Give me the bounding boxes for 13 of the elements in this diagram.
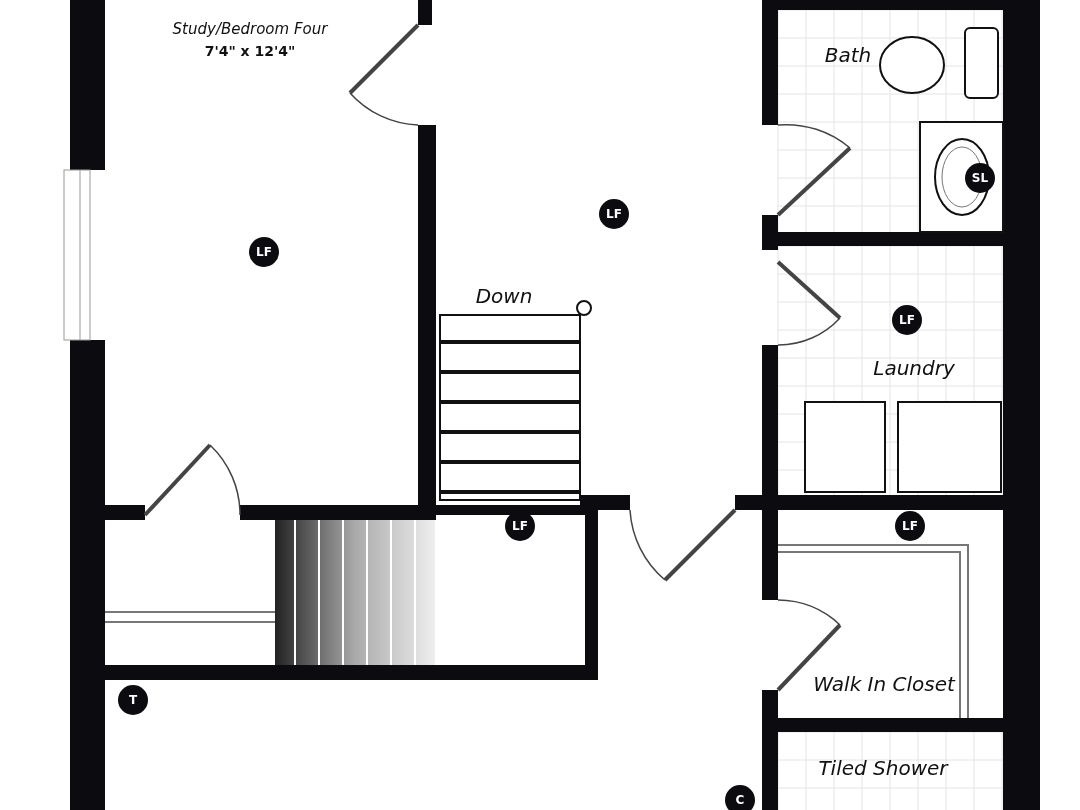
marker-symbol: LF <box>895 511 925 541</box>
room-label: Study/Bedroom Four <box>172 22 328 38</box>
room-label: Tiled Shower <box>818 757 948 779</box>
marker-symbol: T <box>118 685 148 715</box>
marker-symbol: LF <box>892 305 922 335</box>
room-label: Down <box>475 285 533 307</box>
room-label: Walk In Closet <box>813 673 955 695</box>
marker-symbol: LF <box>249 237 279 267</box>
dimension-label: 7'4" x 12'4" <box>204 43 296 59</box>
room-label: Laundry <box>873 357 955 379</box>
marker-symbol: C <box>725 785 755 810</box>
marker-symbol: LF <box>599 199 629 229</box>
room-label: Bath <box>824 44 872 66</box>
